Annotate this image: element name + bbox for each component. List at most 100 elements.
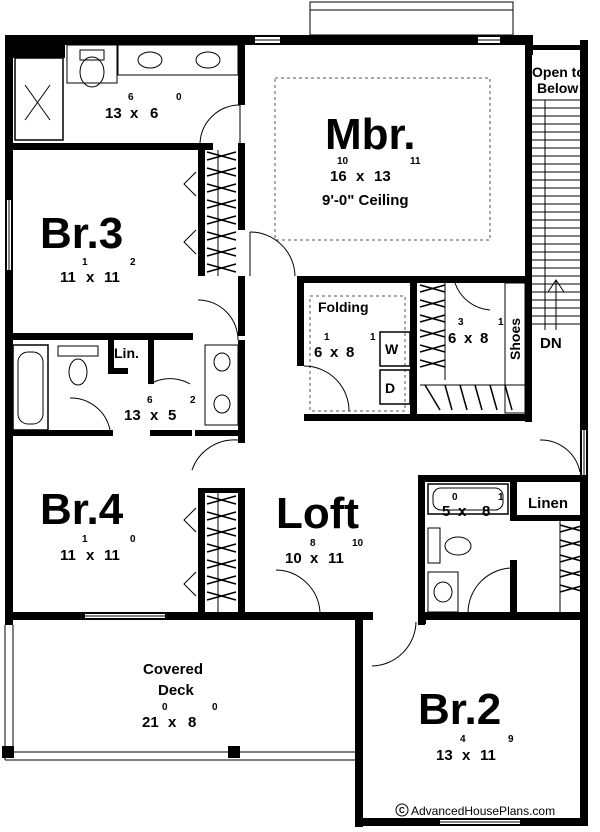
svg-text:0: 0 [212, 702, 218, 713]
wic-fixtures [419, 282, 526, 414]
laundry-fixtures [303, 295, 411, 412]
br2-bath-fixtures [371, 483, 586, 667]
open-to-below-line1: Open to [532, 64, 585, 80]
svg-text:13: 13 [374, 168, 391, 185]
svg-text:Deck: Deck [158, 682, 195, 699]
copyright-text: AdvancedHousePlans.com [411, 804, 555, 818]
svg-text:1: 1 [82, 257, 88, 268]
svg-text:4: 4 [460, 734, 466, 745]
svg-text:5: 5 [168, 407, 176, 424]
br2-label: Br.2 4 9 13 x 11 [418, 685, 514, 764]
svg-text:C: C [399, 806, 405, 815]
svg-text:x: x [464, 330, 473, 347]
svg-text:10: 10 [285, 550, 302, 567]
dim-inch: 0 [176, 92, 182, 103]
covered-deck-label: Covered Deck 0 0 21 x 8 [142, 661, 218, 731]
svg-text:0: 0 [130, 534, 136, 545]
dn-label: DN [540, 335, 562, 352]
svg-text:2: 2 [130, 257, 136, 268]
svg-text:x: x [330, 344, 339, 361]
svg-text:x: x [130, 105, 139, 122]
room-name: Br.3 [40, 209, 123, 258]
svg-text:1: 1 [498, 317, 504, 328]
shoes-label: Shoes [507, 318, 523, 360]
svg-text:6: 6 [147, 395, 153, 406]
svg-text:0: 0 [162, 702, 168, 713]
svg-text:2: 2 [190, 395, 196, 406]
master-bath-label: 6 0 13 x 6 [105, 92, 182, 122]
svg-text:x: x [458, 503, 467, 520]
svg-text:x: x [86, 269, 95, 286]
svg-text:8: 8 [310, 538, 316, 549]
dim-w: 13 [105, 105, 122, 122]
dryer-label: D [385, 380, 395, 396]
dim-h: 6 [150, 105, 158, 122]
svg-text:x: x [310, 550, 319, 567]
covered-deck [2, 625, 355, 761]
ceiling-outline [274, 77, 491, 241]
svg-text:0: 0 [452, 492, 458, 503]
br2-bath-label: 0 1 5 x 8 [442, 492, 504, 520]
interior-walls [13, 45, 588, 625]
svg-text:13: 13 [436, 747, 453, 764]
svg-text:11: 11 [328, 550, 344, 567]
br3-closet [183, 150, 239, 341]
svg-text:x: x [356, 168, 365, 185]
room-name: Br.4 [40, 485, 124, 534]
svg-text:1: 1 [370, 332, 376, 343]
svg-text:3: 3 [458, 317, 464, 328]
svg-text:13: 13 [124, 407, 141, 424]
svg-text:8: 8 [482, 503, 490, 520]
svg-text:Covered: Covered [143, 661, 203, 678]
svg-text:6: 6 [314, 344, 322, 361]
svg-text:8: 8 [480, 330, 488, 347]
room-name: Loft [276, 489, 359, 538]
svg-text:8: 8 [188, 714, 196, 731]
br4-label: Br.4 1 0 11 x 11 [40, 485, 136, 564]
laundry-label: Folding 1 1 6 x 8 W D [314, 299, 399, 396]
lin-label: Lin. [114, 345, 139, 361]
hall-bath-fixtures [12, 344, 239, 471]
svg-text:11: 11 [480, 747, 496, 764]
svg-text:21: 21 [142, 714, 159, 731]
svg-text:11: 11 [60, 269, 76, 286]
mbr-door [249, 231, 296, 277]
svg-text:Folding: Folding [318, 299, 369, 315]
svg-text:1: 1 [324, 332, 330, 343]
windows [7, 37, 586, 824]
dim-inch: 6 [128, 92, 134, 103]
svg-text:11: 11 [104, 547, 120, 564]
svg-text:11: 11 [410, 156, 421, 167]
br4-closet [183, 493, 321, 613]
room-name: Br.2 [418, 685, 501, 734]
room-name: Mbr. [325, 110, 415, 159]
svg-text:1: 1 [498, 492, 504, 503]
br3-label: Br.3 1 2 11 x 11 [40, 209, 136, 286]
svg-text:5: 5 [442, 503, 450, 520]
svg-text:6: 6 [448, 330, 456, 347]
svg-text:1: 1 [82, 534, 88, 545]
loft-label: Loft 8 10 10 x 11 [276, 489, 364, 567]
copyright: C AdvancedHousePlans.com [395, 803, 555, 818]
svg-text:9: 9 [508, 734, 514, 745]
washer-label: W [385, 341, 399, 357]
mbr-label: Mbr. 10 11 16 x 13 9'-0" Ceiling [322, 110, 421, 209]
ceiling-note: 9'-0" Ceiling [322, 192, 409, 209]
svg-text:8: 8 [346, 344, 354, 361]
svg-text:16: 16 [330, 168, 347, 185]
svg-text:x: x [462, 747, 471, 764]
stairs [530, 99, 581, 473]
svg-text:10: 10 [337, 156, 349, 167]
svg-text:10: 10 [352, 538, 364, 549]
svg-text:11: 11 [104, 269, 120, 286]
svg-text:x: x [150, 407, 159, 424]
wic-label: 3 1 6 x 8 Shoes [448, 317, 523, 360]
linen-label: Linen [528, 495, 568, 512]
svg-text:x: x [86, 547, 95, 564]
master-bath-fixtures [13, 44, 241, 144]
svg-text:11: 11 [60, 547, 76, 564]
open-to-below-line2: Below [537, 80, 578, 96]
hall-bath-label: 6 2 13 x 5 [124, 395, 196, 424]
svg-text:x: x [168, 714, 177, 731]
